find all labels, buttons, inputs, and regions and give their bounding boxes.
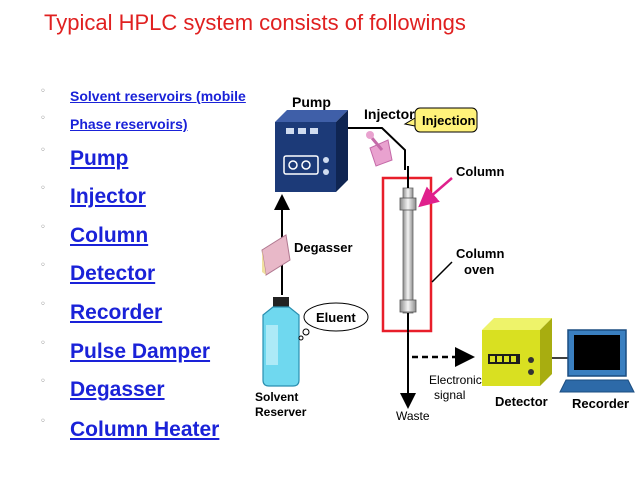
column-oven-label-line2: oven — [464, 262, 494, 277]
flow-pump-to-injector — [342, 127, 406, 170]
injector-unit: Injector Injection — [364, 106, 478, 167]
list-item-injector[interactable]: Injector — [70, 185, 146, 208]
degasser-unit: Degasser — [261, 234, 353, 276]
list-item-recorder[interactable]: Recorder — [70, 301, 163, 324]
electronic-label-line2: signal — [434, 388, 465, 402]
detector-unit: Detector — [482, 318, 552, 409]
waste-label: Waste — [396, 409, 430, 423]
bullet-marker: ◦ — [40, 416, 46, 427]
column-pointer — [418, 177, 453, 208]
injection-label: Injection — [422, 113, 476, 128]
pump-label: Pump — [292, 94, 331, 110]
recorder-label: Recorder — [572, 396, 629, 411]
list-item-solvent-reservoirs[interactable]: Solvent reservoirs (mobile — [70, 88, 246, 104]
oven-pointer — [431, 261, 453, 283]
column-oven-unit: Column Column oven — [381, 164, 504, 333]
bullet-marker: ◦ — [40, 222, 46, 233]
eluent-label: Eluent — [316, 310, 356, 325]
recorder-unit: Recorder — [559, 329, 635, 411]
bullet-marker: ◦ — [40, 260, 46, 271]
bullet-marker: ◦ — [40, 376, 46, 387]
list-item-detector[interactable]: Detector — [70, 262, 156, 285]
bullet-marker: ◦ — [40, 86, 46, 97]
degasser-label: Degasser — [294, 240, 353, 255]
electronic-label-line1: Electronic — [429, 373, 482, 387]
list-item-degasser[interactable]: Degasser — [70, 378, 165, 401]
bullet-marker: ◦ — [40, 183, 46, 194]
list-item-phase-reservoirs[interactable]: Phase reservoirs) — [70, 116, 188, 132]
list-item-pump[interactable]: Pump — [70, 147, 129, 170]
list-item-column[interactable]: Column — [70, 224, 149, 247]
monitor-screen — [574, 335, 620, 370]
solvent-label-line1: Solvent — [255, 390, 298, 404]
pump-unit: Pump — [275, 94, 348, 192]
solvent-reservoir: Solvent Reserver Eluent — [255, 297, 369, 419]
eluent-bubble — [303, 302, 369, 332]
injector-label: Injector — [364, 106, 415, 122]
bullet-marker: ◦ — [40, 145, 46, 156]
column-label: Column — [456, 164, 504, 179]
bullet-marker: ◦ — [40, 338, 46, 349]
column-oven-label-line1: Column — [456, 246, 504, 261]
detector-label: Detector — [495, 394, 548, 409]
component-list: ◦ Solvent reservoirs (mobile ◦ Phase res… — [0, 0, 270, 478]
list-item-pulse-damper[interactable]: Pulse Damper — [70, 340, 211, 363]
slide-title: Typical HPLC system consists of followin… — [44, 10, 466, 35]
list-item-column-heater[interactable]: Column Heater — [70, 418, 220, 441]
bullet-marker: ◦ — [40, 299, 46, 310]
bullet-marker: ◦ — [40, 113, 46, 124]
solvent-label-line2: Reserver — [255, 405, 307, 419]
